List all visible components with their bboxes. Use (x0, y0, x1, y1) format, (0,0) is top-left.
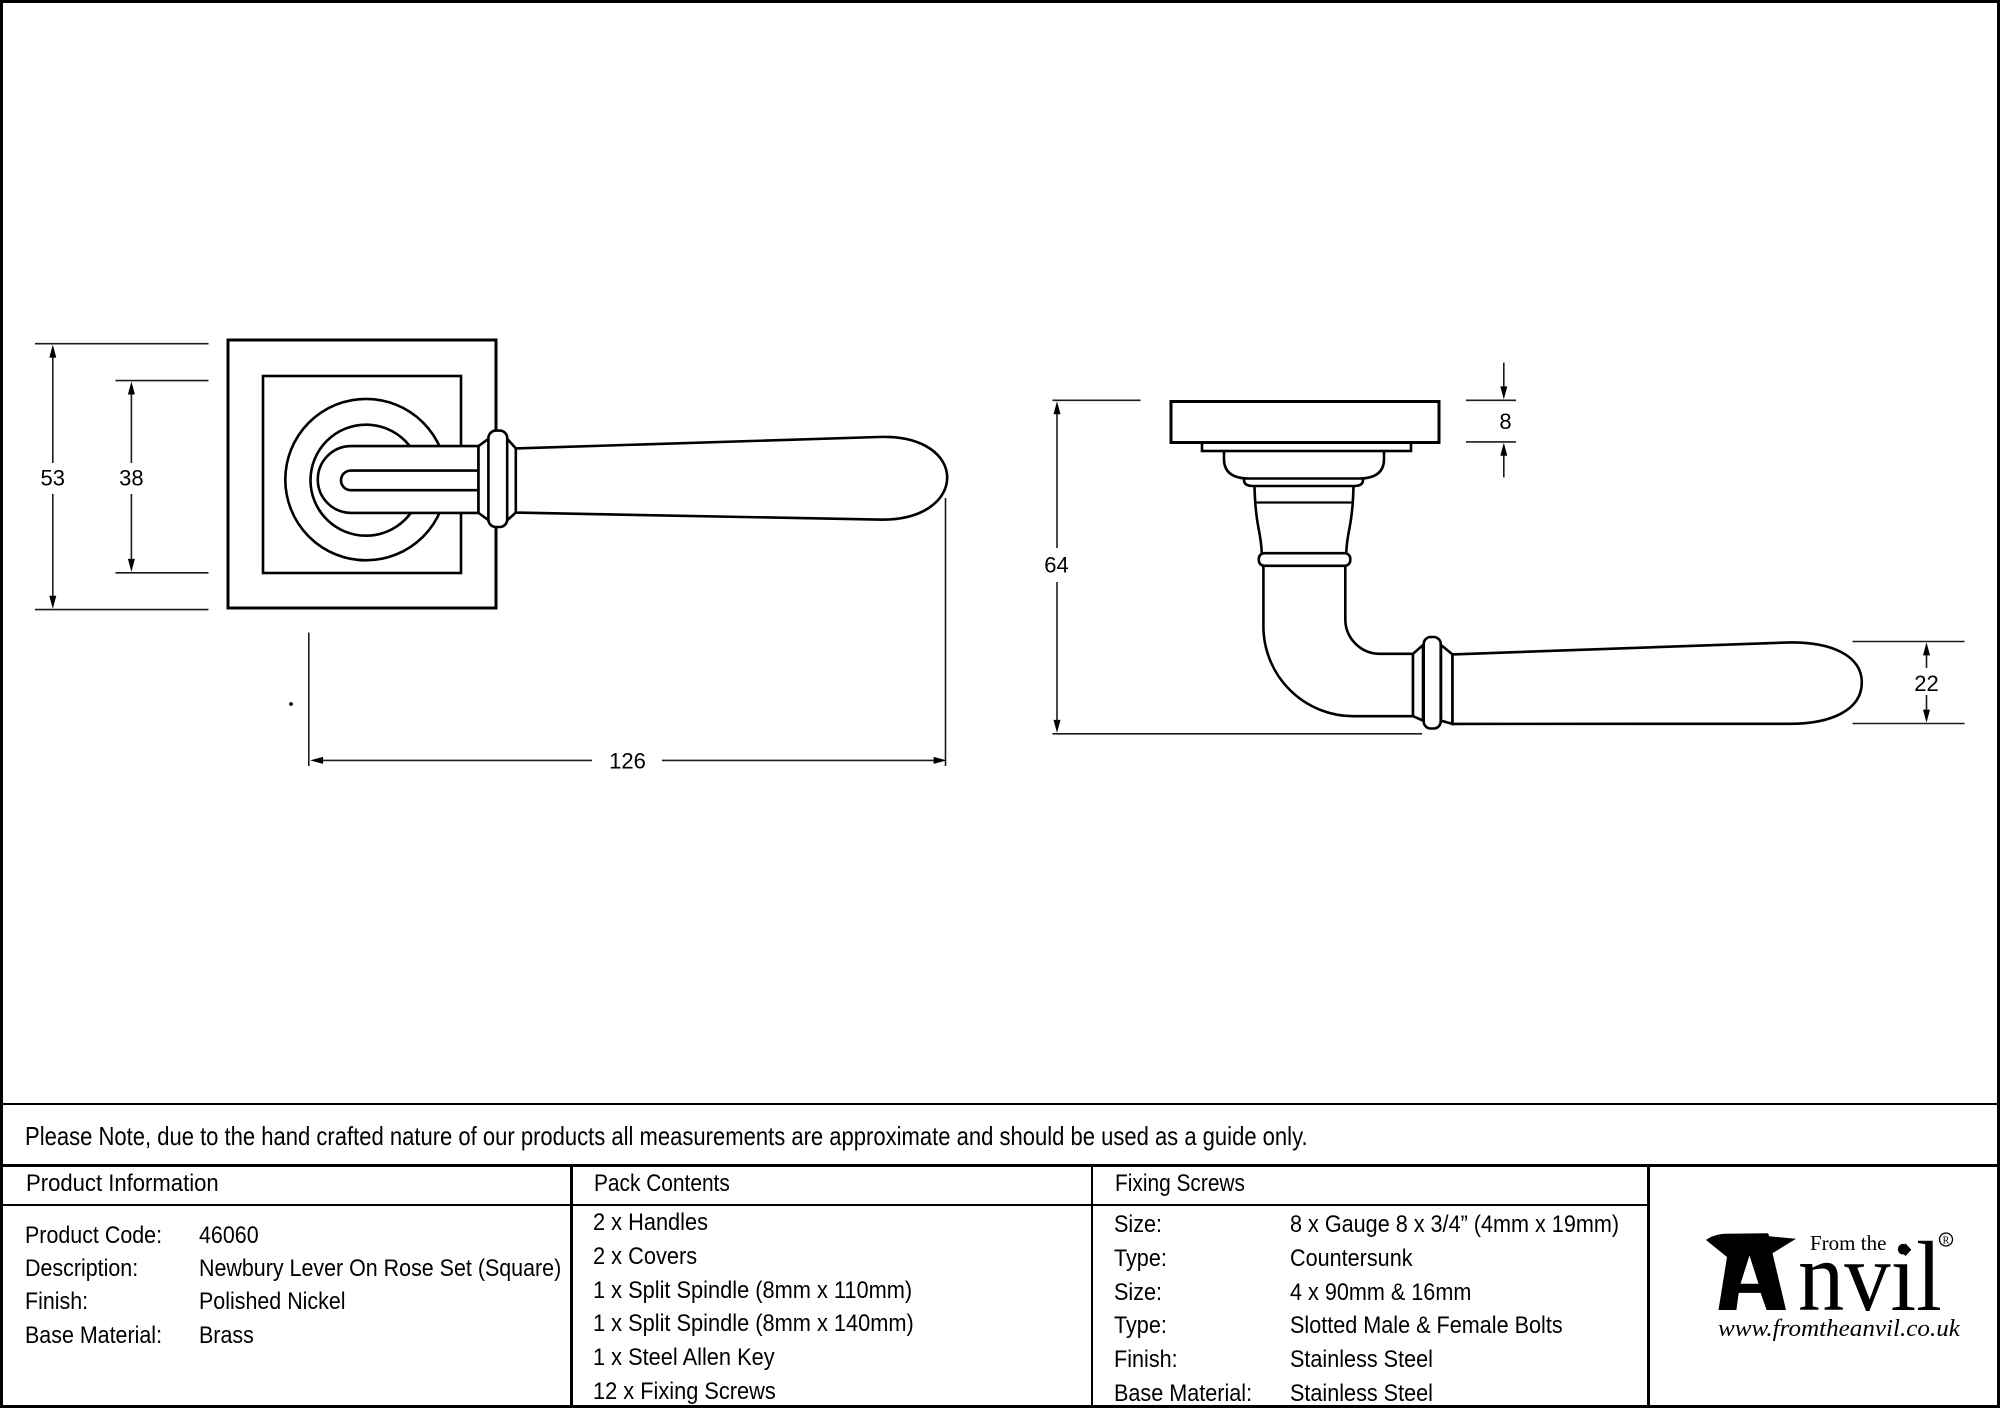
svg-text:www.fromtheanvil.co.uk: www.fromtheanvil.co.uk (1718, 1315, 1961, 1342)
svg-text:From the: From the (1810, 1231, 1886, 1255)
svg-text:64: 64 (1044, 552, 1068, 577)
svg-text:22: 22 (1914, 671, 1938, 696)
svg-text:126: 126 (609, 748, 646, 773)
svg-text:8: 8 (1499, 409, 1511, 434)
svg-text:nvil: nvil (1798, 1221, 1942, 1332)
svg-text:53: 53 (41, 466, 65, 491)
svg-text:38: 38 (119, 466, 143, 491)
svg-text:R: R (1943, 1235, 1950, 1246)
